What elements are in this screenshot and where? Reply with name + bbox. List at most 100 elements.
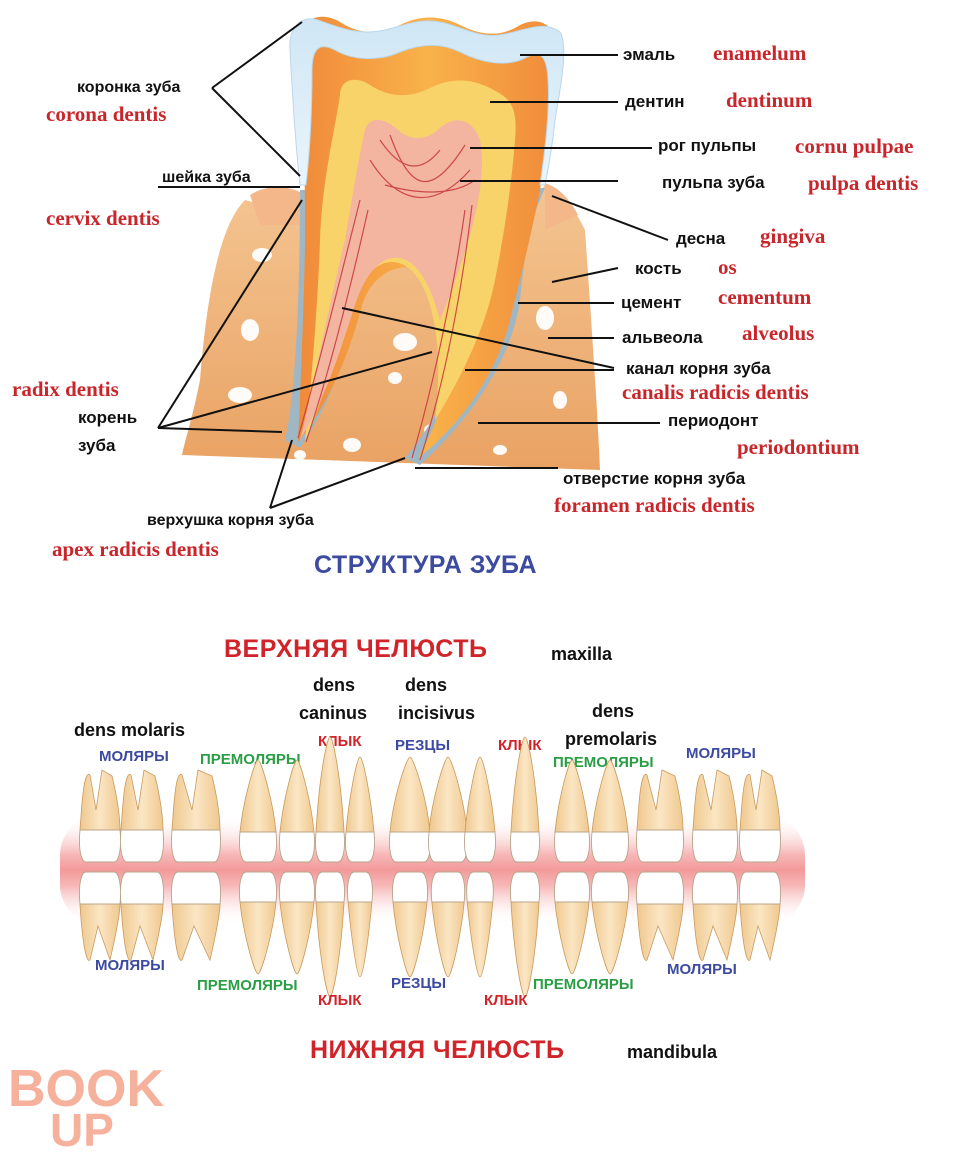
lower-canine-right-label: КЛЫК — [484, 992, 528, 1009]
upper-molar-tooth — [171, 769, 221, 863]
tooth-root — [120, 903, 164, 962]
cornu-label-la: cornu pulpae — [795, 134, 914, 158]
tooth-root — [392, 901, 428, 978]
lower-molar-tooth — [79, 871, 121, 962]
tooth-root — [739, 769, 781, 831]
tooth-root — [347, 901, 373, 978]
tooth-crown — [510, 831, 540, 863]
os-label-ru: кость — [635, 259, 682, 278]
upper-molar-tooth — [120, 769, 164, 863]
lower-jaw-latin: mandibula — [627, 1042, 718, 1062]
lower-premolar-tooth — [591, 871, 629, 975]
tooth-crown — [428, 831, 468, 863]
lower-incisor-tooth — [392, 871, 428, 978]
lower-canine-left-label: КЛЫК — [318, 992, 362, 1009]
tooth-root — [79, 903, 121, 962]
gingiva-label-ru: десна — [676, 229, 726, 248]
lower-premolars-right-label: ПРЕМОЛЯРЫ — [533, 976, 634, 993]
tooth-root — [279, 901, 315, 975]
lower-premolar-tooth — [239, 871, 277, 975]
tooth-root — [739, 903, 781, 962]
latin-incisivus-1: dens — [405, 675, 448, 695]
pulp-vessels — [297, 134, 476, 461]
tooth-root — [636, 769, 684, 831]
tooth-crown — [430, 871, 466, 903]
latin-caninus-2: caninus — [299, 703, 368, 723]
cervix-label-la: cervix dentis — [46, 206, 160, 230]
tooth-root — [79, 769, 121, 831]
gingiva — [250, 187, 300, 225]
tooth-root — [315, 736, 345, 833]
lower-molar-tooth — [692, 871, 738, 962]
upper-incisor-tooth — [464, 756, 496, 863]
tooth-crown — [171, 829, 221, 863]
lower-premolar-tooth — [279, 871, 315, 975]
periodont-label-la: periodontium — [737, 435, 860, 459]
tooth-crown — [636, 829, 684, 863]
canalis-label-ru: канал корня зуба — [626, 359, 771, 378]
latin-molaris: dens molaris — [74, 720, 186, 740]
tooth-crown — [510, 871, 540, 903]
tooth-root — [315, 901, 345, 998]
lower-molar-tooth — [120, 871, 164, 962]
tooth-crown — [739, 871, 781, 905]
upper-incisor-tooth — [345, 756, 375, 863]
tooth-crown — [345, 831, 375, 863]
upper-molars-left-label: МОЛЯРЫ — [99, 748, 169, 765]
upper-incisors-label: РЕЗЦЫ — [395, 737, 451, 754]
tooth-crown — [591, 871, 629, 903]
tooth-root — [171, 769, 221, 831]
structure-title: СТРУКТУРА ЗУБА — [314, 551, 538, 579]
tooth-root — [389, 756, 431, 833]
tooth-crown — [692, 871, 738, 905]
upper-jaw-latin: maxilla — [551, 644, 613, 664]
upper-canine-tooth — [315, 736, 345, 863]
tooth-crown — [347, 871, 373, 903]
latin-caninus-1: dens — [313, 675, 356, 695]
pulpa-label-la: pulpa dentis — [808, 171, 919, 195]
tooth-root — [591, 901, 629, 975]
latin-incisivus-2: incisivus — [398, 703, 476, 723]
tooth-crown — [171, 871, 221, 905]
enamel-label-la: enamelum — [713, 41, 807, 65]
tooth-crown — [239, 871, 277, 903]
lower-molar-tooth — [171, 871, 221, 962]
lower-incisor-tooth — [347, 871, 373, 978]
lower-molars-left-label: МОЛЯРЫ — [95, 957, 165, 974]
tooth-root — [345, 756, 375, 833]
tooth-crown — [239, 831, 277, 863]
tooth-root — [692, 903, 738, 962]
lower-premolar-tooth — [554, 871, 590, 975]
apex-label-la: apex radicis dentis — [52, 537, 219, 561]
upper-premolar-tooth — [239, 759, 277, 863]
tooth-crown — [120, 829, 164, 863]
foramen-label-la: foramen radicis dentis — [554, 493, 755, 517]
cornu-label-ru: рог пульпы — [658, 136, 757, 155]
tooth-crown — [120, 871, 164, 905]
latin-premolaris-2: premolaris — [565, 729, 658, 749]
upper-teeth — [79, 736, 781, 863]
tooth-crown — [79, 829, 121, 863]
dentin-label-ru: дентин — [625, 92, 685, 111]
upper-premolar-tooth — [554, 759, 590, 863]
cementum-label-la: cementum — [718, 285, 812, 309]
upper-incisor-tooth — [428, 756, 468, 863]
upper-molar-tooth — [79, 769, 121, 863]
lower-incisors-label: РЕЗЦЫ — [391, 975, 447, 992]
upper-canine-tooth — [510, 736, 540, 863]
tooth-root — [636, 903, 684, 962]
upper-canine-left-label: КЛЫК — [318, 733, 362, 750]
radix-label-la: radix dentis — [12, 377, 119, 401]
upper-molar-tooth — [739, 769, 781, 863]
cervix-label-ru: шейка зуба — [162, 169, 251, 186]
tooth-root — [554, 901, 590, 975]
upper-incisor-tooth — [389, 756, 431, 863]
gingiva-label-la: gingiva — [760, 224, 826, 248]
tooth-crown — [315, 871, 345, 903]
lower-molar-tooth — [636, 871, 684, 962]
tooth-crown — [389, 831, 431, 863]
bookup-logo: BOOK UP — [8, 1062, 164, 1148]
tooth-root — [692, 769, 738, 831]
tooth-crown — [466, 871, 494, 903]
radix-label-ru-1: корень — [78, 408, 138, 427]
